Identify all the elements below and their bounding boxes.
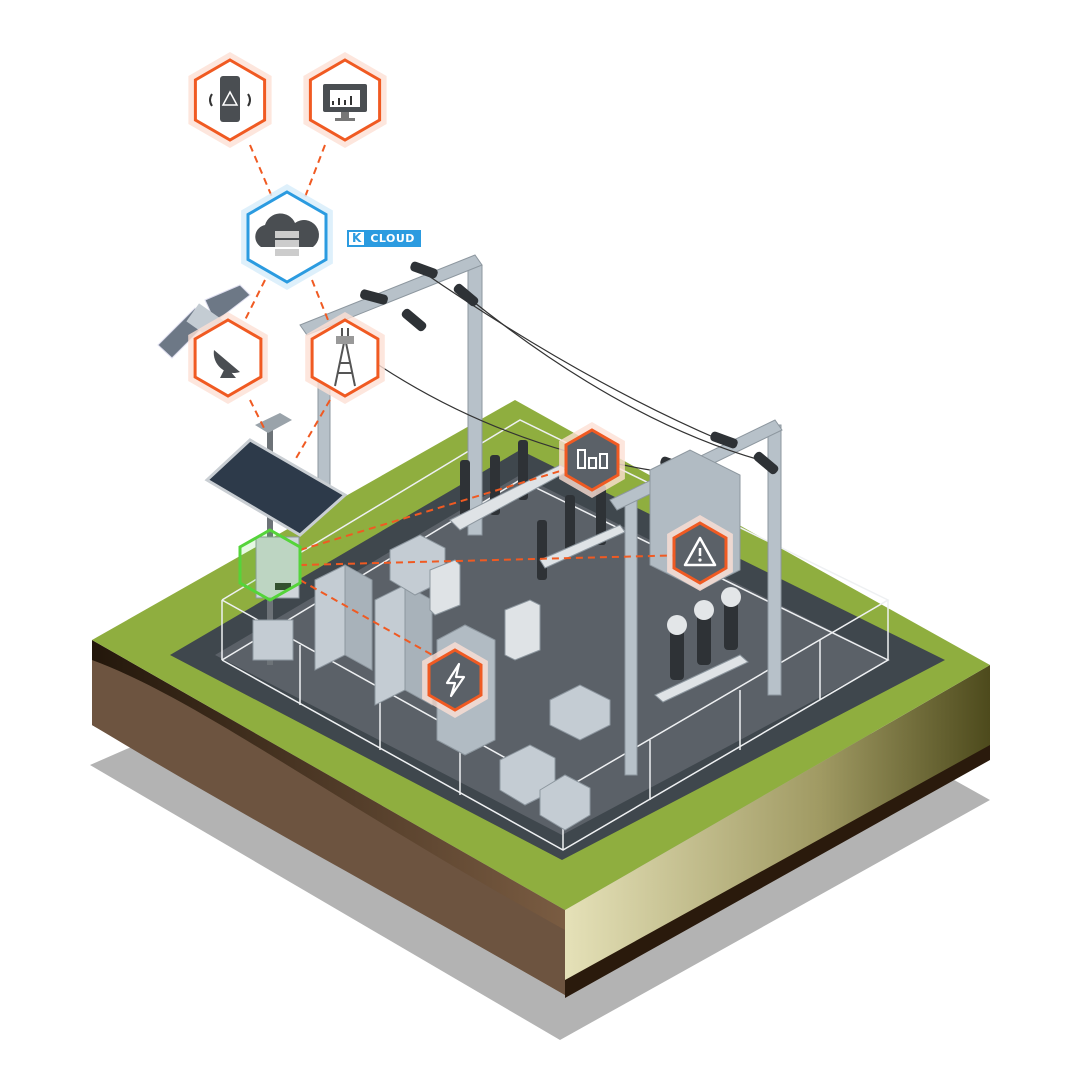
connection-lines	[244, 144, 691, 666]
cloud-server-node[interactable]	[241, 184, 333, 290]
satellite-dish-icon	[213, 350, 240, 378]
soil-layer	[92, 660, 565, 995]
fence	[221, 419, 890, 851]
logo-name: CLOUD	[366, 232, 419, 245]
phone-alert-icon	[209, 76, 251, 122]
bar-chart-node[interactable]	[559, 422, 625, 498]
satellite-dish-node[interactable]	[188, 312, 268, 404]
kcloud-logo: K CLOUD	[347, 230, 421, 247]
lightning-bolt-node[interactable]	[422, 642, 488, 718]
solar-panel	[204, 438, 348, 537]
phone-alert-node[interactable]	[188, 52, 272, 148]
warning-node[interactable]	[667, 515, 733, 591]
soil-right-face	[565, 665, 990, 995]
monitor-chart-icon	[323, 84, 367, 121]
gravel-inner	[215, 475, 890, 835]
logo-mark: K	[349, 232, 367, 245]
logger-hex[interactable]	[238, 528, 302, 602]
cloud-server-icon	[255, 213, 319, 256]
cell-tower-icon	[334, 328, 356, 387]
cell-tower-node[interactable]	[305, 312, 385, 404]
insulators	[360, 261, 779, 680]
logger-stand	[252, 619, 294, 661]
soil-bottom-edge	[565, 745, 990, 998]
insulator-caps	[667, 587, 741, 635]
lightning-bolt-icon	[445, 662, 466, 698]
monitor-chart-node[interactable]	[303, 52, 387, 148]
warning-icon	[683, 536, 717, 567]
logger-display	[275, 583, 291, 590]
camera	[255, 413, 292, 433]
bar-chart-icon	[577, 449, 608, 469]
